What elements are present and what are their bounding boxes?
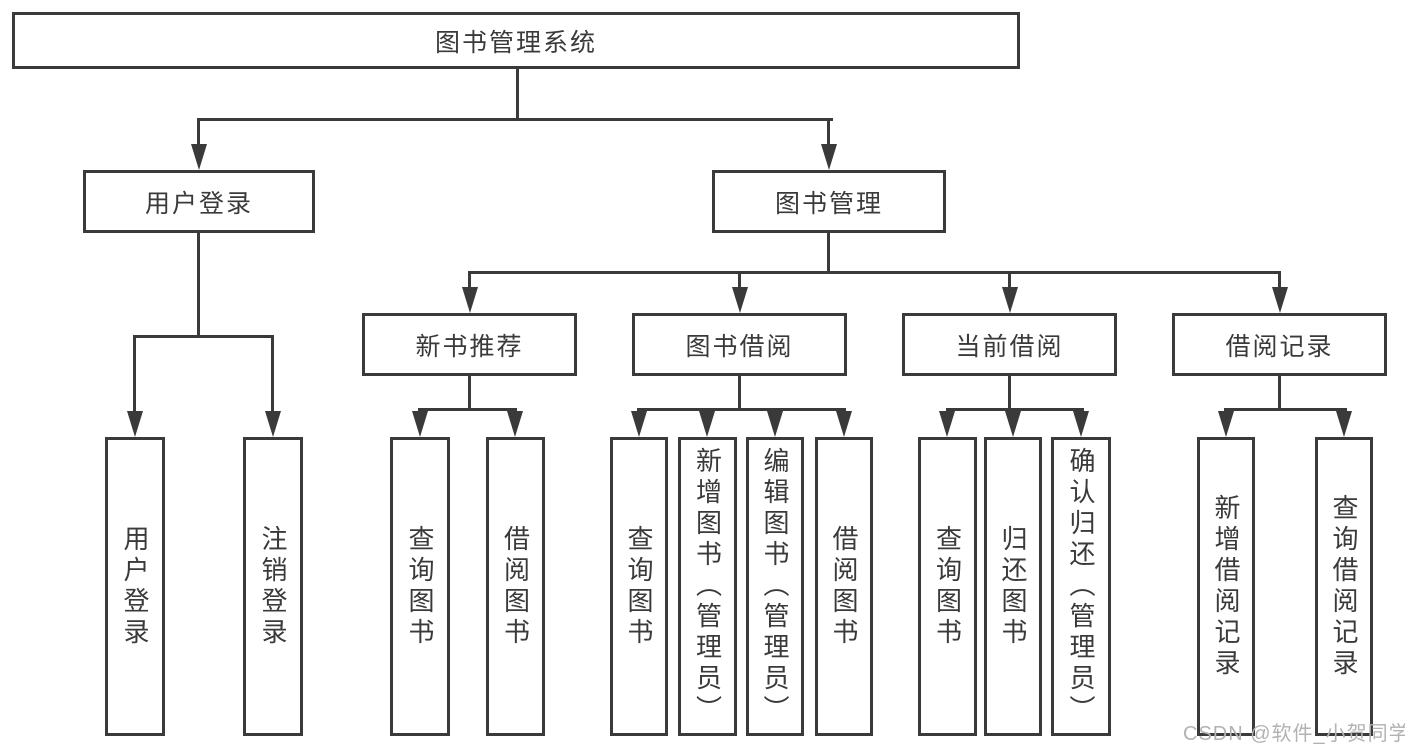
- connector-line: [1008, 271, 1011, 289]
- node-label: 用户登录: [144, 189, 253, 218]
- arrow-down-icon: [821, 144, 837, 170]
- node-label: 借阅图书: [829, 524, 859, 649]
- connector-line: [468, 271, 471, 289]
- csdn-watermark: CSDN @软件_小贺同学: [1183, 723, 1405, 745]
- leaf-user-login: 用户登录: [105, 437, 165, 736]
- node-label: 查询借阅记录: [1329, 493, 1359, 680]
- connector-line: [418, 408, 517, 411]
- leaf-query-books-3: 查询图书: [918, 437, 977, 736]
- leaf-edit-books-admin: 编辑图书（管理员）: [746, 437, 804, 736]
- node-book-management: 图书管理: [712, 170, 946, 233]
- connector-line: [516, 69, 519, 121]
- arrow-down-icon: [1073, 411, 1089, 437]
- leaf-add-borrow-record: 新增借阅记录: [1197, 437, 1255, 736]
- node-label: 图书管理系统: [434, 28, 597, 57]
- node-label: 查询图书: [932, 524, 963, 649]
- node-label: 归还图书: [998, 524, 1028, 649]
- connector-line: [637, 408, 846, 411]
- arrow-down-icon: [1272, 287, 1288, 313]
- connector-line: [738, 271, 741, 289]
- arrow-down-icon: [412, 411, 428, 437]
- node-library-system: 图书管理系统: [12, 12, 1020, 69]
- node-label: 借阅记录: [1225, 332, 1334, 361]
- node-label: 当前借阅: [955, 332, 1064, 361]
- connector-line: [468, 271, 1281, 274]
- node-label: 用户登录: [120, 524, 150, 649]
- leaf-query-borrow-record: 查询借阅记录: [1315, 437, 1373, 736]
- node-label: 确认归还（管理员）: [1066, 447, 1096, 726]
- leaf-confirm-return-admin: 确认归还（管理员）: [1051, 437, 1111, 736]
- arrow-down-icon: [1002, 287, 1018, 313]
- node-label: 新书推荐: [415, 332, 524, 361]
- connector-line: [133, 338, 136, 411]
- node-new-book-recommend: 新书推荐: [362, 313, 577, 376]
- node-label: 借阅图书: [500, 524, 531, 649]
- node-book-borrowing: 图书借阅: [632, 313, 847, 376]
- arrow-down-icon: [265, 411, 281, 437]
- node-label: 查询图书: [624, 524, 654, 649]
- arrow-down-icon: [836, 411, 852, 437]
- arrow-down-icon: [1336, 411, 1352, 437]
- connector-line: [197, 118, 833, 121]
- arrow-down-icon: [507, 411, 523, 437]
- arrow-down-icon: [127, 411, 143, 437]
- arrow-down-icon: [699, 411, 715, 437]
- node-user-login: 用户登录: [83, 170, 315, 233]
- arrow-down-icon: [732, 287, 748, 313]
- arrow-down-icon: [1218, 411, 1234, 437]
- connector-line: [468, 376, 471, 411]
- connector-line: [1278, 376, 1281, 411]
- connector-line: [271, 338, 274, 411]
- arrow-down-icon: [191, 144, 207, 170]
- arrow-down-icon: [767, 411, 783, 437]
- connector-line: [197, 121, 200, 147]
- leaf-query-books-1: 查询图书: [390, 437, 450, 736]
- arrow-down-icon: [939, 411, 955, 437]
- arrow-down-icon: [631, 411, 647, 437]
- leaf-borrow-books-1: 借阅图书: [486, 437, 545, 736]
- node-label: 编辑图书（管理员）: [760, 447, 790, 726]
- leaf-return-books: 归还图书: [984, 437, 1042, 736]
- node-label: 新增图书（管理员）: [692, 447, 723, 726]
- connector-line: [1224, 408, 1347, 411]
- leaf-add-books-admin: 新增图书（管理员）: [678, 437, 737, 736]
- connector-line: [738, 376, 741, 411]
- connector-line: [1008, 376, 1011, 411]
- leaf-borrow-books-2: 借阅图书: [815, 437, 873, 736]
- connector-line: [946, 408, 1084, 411]
- node-label: 注销登录: [258, 524, 288, 649]
- node-label: 查询图书: [405, 524, 435, 649]
- leaf-query-books-2: 查询图书: [610, 437, 668, 736]
- connector-line: [1278, 271, 1281, 289]
- arrow-down-icon: [1005, 411, 1021, 437]
- node-label: 图书借阅: [685, 332, 794, 361]
- leaf-logout: 注销登录: [243, 437, 303, 736]
- node-label: 图书管理: [774, 189, 883, 218]
- node-borrowing-records: 借阅记录: [1172, 313, 1387, 376]
- connector-line: [827, 121, 830, 147]
- node-current-borrowing: 当前借阅: [902, 313, 1117, 376]
- arrow-down-icon: [462, 287, 478, 313]
- connector-line: [197, 233, 200, 335]
- connector-line: [827, 233, 830, 274]
- node-label: 新增借阅记录: [1211, 493, 1241, 680]
- connector-line: [133, 335, 274, 338]
